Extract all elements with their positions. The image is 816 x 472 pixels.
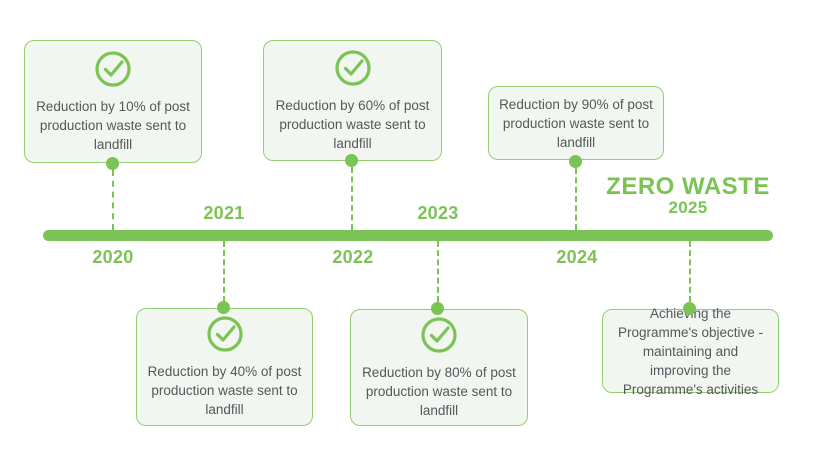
year-label-2022: 2022 xyxy=(332,247,374,267)
milestone-text: Reduction by 10% of post production wast… xyxy=(36,98,190,152)
timeline-node-dot-2020 xyxy=(106,157,119,170)
milestone-card-2024: Reduction by 90% of post production wast… xyxy=(488,86,664,160)
milestone-text: Reduction by 60% of post production wast… xyxy=(275,97,430,151)
milestone-card-2022: Reduction by 60% of post production wast… xyxy=(263,40,442,161)
connector-line-2021 xyxy=(223,241,225,302)
milestone-card-2023: Reduction by 80% of post production wast… xyxy=(350,309,528,426)
milestone-text: Reduction by 90% of post production wast… xyxy=(499,96,653,150)
connector-line-2020 xyxy=(112,170,114,230)
milestone-card-2025: Achieving the Programme's objective - ma… xyxy=(602,306,779,397)
check-circle-icon xyxy=(420,316,458,354)
year-label-2020: 2020 xyxy=(92,247,134,267)
check-circle-icon xyxy=(94,50,132,88)
timeline-bar xyxy=(43,230,773,241)
connector-line-2023 xyxy=(437,241,439,302)
milestone-card-2021: Reduction by 40% of post production wast… xyxy=(136,308,313,426)
timeline-node-dot-2024 xyxy=(569,155,582,168)
check-circle-icon xyxy=(206,315,244,353)
timeline-node-dot-2021 xyxy=(217,301,230,314)
year-label-2024: 2024 xyxy=(556,247,598,267)
timeline-node-dot-2025 xyxy=(683,302,696,315)
milestone-text: Reduction by 40% of post production wast… xyxy=(147,364,302,417)
year-label-2023: 2023 xyxy=(417,203,459,223)
zero-waste-title: ZERO WASTE xyxy=(606,173,770,200)
timeline-node-dot-2022 xyxy=(345,154,358,167)
connector-line-2025 xyxy=(689,241,691,302)
milestone-text: Reduction by 80% of post production wast… xyxy=(362,364,516,418)
connector-line-2024 xyxy=(575,168,577,230)
year-label-2021: 2021 xyxy=(203,203,245,223)
check-circle-icon xyxy=(334,49,372,87)
connector-line-2022 xyxy=(351,167,353,230)
year-label-2025: 2025 xyxy=(668,198,708,217)
milestone-card-2020: Reduction by 10% of post production wast… xyxy=(24,40,202,163)
timeline-node-dot-2023 xyxy=(431,302,444,315)
milestone-text: Achieving the Programme's objective - ma… xyxy=(617,305,764,397)
